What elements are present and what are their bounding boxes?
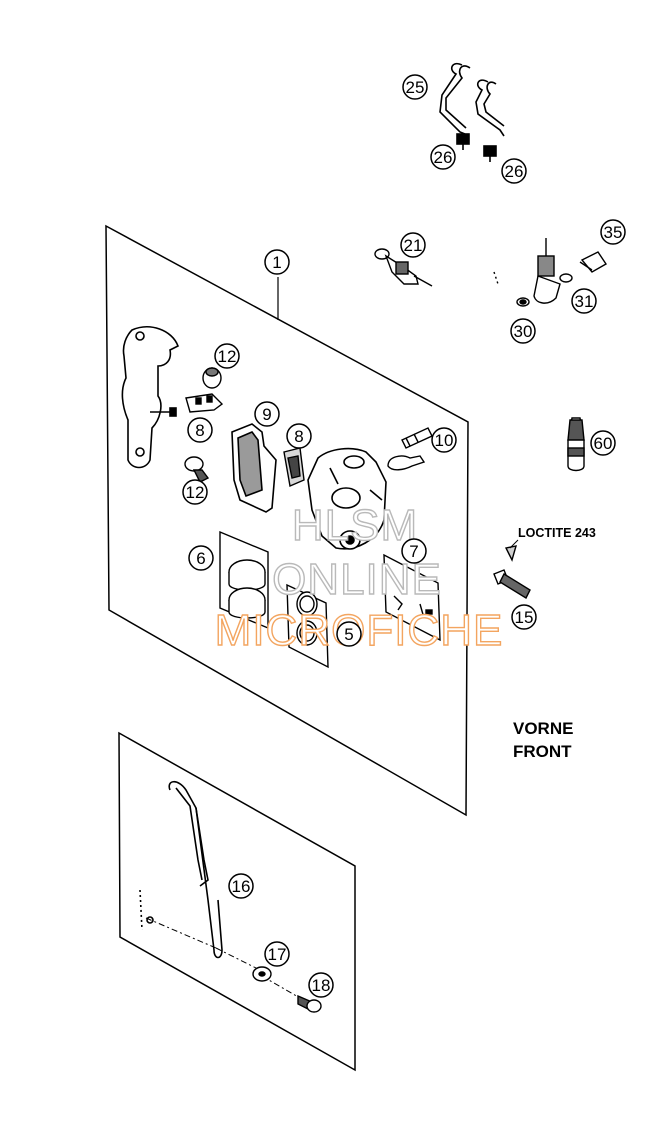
callout-circle	[402, 74, 428, 100]
callout-circle	[182, 479, 208, 505]
guide-pin	[184, 456, 210, 483]
callout-circle	[510, 318, 536, 344]
callout-8: 8	[286, 423, 312, 449]
callout-number: 31	[575, 292, 594, 311]
brake-line-fitting	[493, 238, 607, 307]
callout-number: 60	[594, 434, 613, 453]
return-spring	[139, 780, 301, 999]
callout-number: 25	[406, 78, 425, 97]
callout-circle	[286, 423, 312, 449]
callout-15: 15	[511, 604, 537, 630]
caliper-assembly-panel	[105, 224, 469, 817]
callout-60: 60	[590, 430, 616, 456]
callout-circle	[590, 430, 616, 456]
callout-number: 12	[218, 347, 237, 366]
o-ring-kit-card	[286, 583, 329, 669]
callout-12: 12	[182, 479, 208, 505]
caliper-bracket	[121, 326, 180, 469]
callout-number: 35	[604, 223, 623, 242]
callout-circle	[264, 249, 290, 275]
callout-circle	[600, 219, 626, 245]
banjo-fitting	[374, 248, 433, 287]
loctite-bottle	[567, 417, 585, 472]
callout-number: 16	[232, 877, 251, 896]
brake-line-clip-group	[439, 62, 505, 162]
callout-35: 35	[600, 219, 626, 245]
loctite-label: LOCTITE 243	[509, 526, 596, 549]
callout-number: 18	[312, 976, 331, 995]
callout-circle	[214, 343, 240, 369]
callout-circle	[308, 972, 334, 998]
svg-text:LOCTITE 243: LOCTITE 243	[518, 526, 596, 540]
front-label: FRONT	[513, 742, 572, 761]
callout-circle	[401, 538, 427, 564]
lever-screw	[297, 994, 322, 1013]
callout-number: 30	[514, 322, 533, 341]
callout-circle	[254, 401, 280, 427]
caliper-bolt	[493, 545, 531, 599]
callout-17: 17	[264, 941, 290, 967]
callout-26: 26	[430, 144, 456, 170]
callout-18: 18	[308, 972, 334, 998]
callout-number: 1	[272, 253, 281, 272]
callout-7: 7	[401, 538, 427, 564]
callout-number: 8	[294, 427, 303, 446]
callout-21: 21	[400, 232, 426, 258]
callout-circle	[336, 621, 362, 647]
callout-number: 6	[196, 549, 205, 568]
callout-circle	[501, 158, 527, 184]
callout-number: 12	[186, 483, 205, 502]
callout-25: 25	[402, 74, 428, 100]
callout-circle	[228, 873, 254, 899]
callout-circle	[264, 941, 290, 967]
callout-number: 15	[515, 608, 534, 627]
callout-10: 10	[431, 427, 457, 453]
callout-circle	[188, 545, 214, 571]
callout-number: 7	[409, 542, 418, 561]
lever-assembly-panel	[118, 731, 356, 1072]
callout-number: 21	[404, 236, 423, 255]
callout-9: 9	[254, 401, 280, 427]
callout-number: 26	[505, 162, 524, 181]
callout-circle	[431, 427, 457, 453]
pad-spring-upper	[185, 393, 224, 413]
callout-number: 9	[262, 405, 271, 424]
callout-circle	[511, 604, 537, 630]
seal-kit-card	[219, 530, 269, 630]
vorne-label: VORNE	[513, 719, 573, 738]
callout-26: 26	[501, 158, 527, 184]
caliper-body	[307, 447, 387, 550]
bleeder-valve	[387, 427, 433, 471]
brake-pad	[231, 423, 277, 513]
callout-12: 12	[214, 343, 240, 369]
callout-5: 5	[336, 621, 362, 647]
guide-bushing-upper	[202, 367, 222, 389]
callout-circle	[430, 144, 456, 170]
svg-text:MICROFICHE: MICROFICHE	[215, 606, 504, 655]
callout-circle	[571, 288, 597, 314]
callout-8: 8	[187, 417, 213, 443]
pad-spring-middle	[283, 447, 305, 487]
callout-circle	[187, 417, 213, 443]
callout-number: 10	[435, 431, 454, 450]
repair-kit-card	[383, 553, 441, 642]
callout-number: 17	[268, 945, 287, 964]
callout-number: 5	[344, 625, 353, 644]
callout-number: 26	[434, 148, 453, 167]
callout-30: 30	[510, 318, 536, 344]
watermark: HLSM ONLINE MICROFICHE	[214, 500, 504, 655]
callout-6: 6	[188, 545, 214, 571]
callout-1: 1	[264, 249, 290, 275]
svg-text:HLSM: HLSM	[292, 501, 418, 550]
callout-16: 16	[228, 873, 254, 899]
callout-circle	[400, 232, 426, 258]
callout-31: 31	[571, 288, 597, 314]
callout-number: 8	[195, 421, 204, 440]
lever-washer	[252, 966, 272, 982]
